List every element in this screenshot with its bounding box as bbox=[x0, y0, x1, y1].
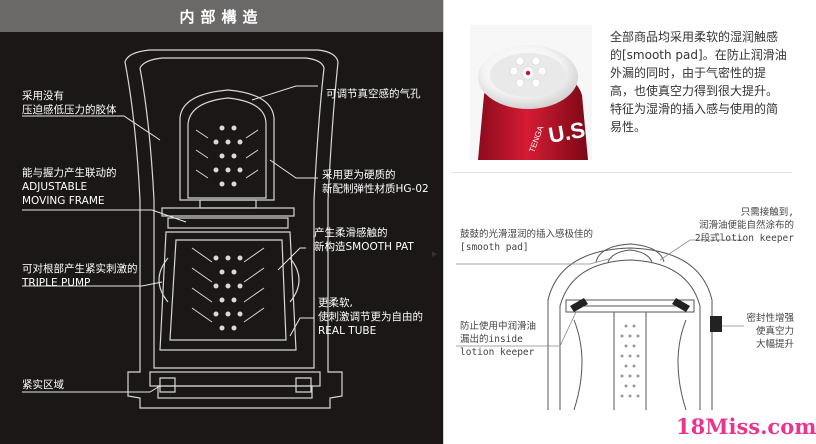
smooth-pad-label-line-1: 产生柔滑感触的 bbox=[314, 227, 388, 239]
frame-label: 能与握力产生联动的 ADJUSTABLE MOVING FRAME bbox=[22, 166, 117, 208]
lotion-keeper-callout-line-2: 润滑油便能自然涂布的 bbox=[698, 220, 794, 231]
gel-label-line-1: 采用没有 bbox=[22, 90, 64, 102]
lotion-keeper-diagram bbox=[456, 239, 744, 411]
inside-keeper-callout: 防止使用中润滑油 漏出的inside lotion keeper bbox=[460, 320, 536, 359]
product-photo: U.S. TENGA bbox=[470, 25, 593, 160]
inside-keeper-callout-line-2: 漏出的inside bbox=[460, 334, 523, 345]
description-line-3: 外漏的同时，由于气密性的提 bbox=[610, 66, 767, 80]
smooth-pad-label-line-2: 新构造SMOOTH PAT bbox=[314, 241, 414, 253]
site-watermark: 18Miss.com bbox=[676, 414, 816, 439]
tight-zone-label: 紧实区域 bbox=[22, 379, 64, 391]
gel-label-line-2: 压迫感低压力的胶体 bbox=[22, 104, 117, 116]
smooth-pad-label: 产生柔滑感触的 新构造SMOOTH PAT bbox=[314, 226, 414, 254]
description-line-4: 高，也使真空力得到很大提升。 bbox=[610, 84, 779, 98]
panel-divider bbox=[443, 0, 444, 444]
frame-label-line-2: ADJUSTABLE bbox=[22, 181, 88, 193]
triple-pump-label: 可对根部产生紧实刺激的 TRIPLE PUMP bbox=[22, 262, 138, 290]
inside-keeper-callout-line-1: 防止使用中润滑油 bbox=[460, 321, 537, 332]
real-tube-label-line-3: REAL TUBE bbox=[318, 325, 377, 337]
seal-callout-line-3: 大幅提升 bbox=[755, 339, 794, 350]
inside-keeper-callout-line-3: lotion keeper bbox=[460, 347, 535, 358]
cross-section-diagram bbox=[22, 49, 343, 409]
description-line-5: 特征为湿滑的插入感与使用的简 bbox=[610, 102, 779, 116]
seal-callout-line-2: 使真空力 bbox=[755, 326, 794, 337]
smooth-pad-callout-line-1: 鼓鼓的光滑湿润的插入感极佳的 bbox=[460, 229, 594, 240]
page-title: 内部構造 bbox=[179, 8, 264, 26]
arrow-icon: ▸ bbox=[432, 247, 438, 260]
frame-label-line-3: MOVING FRAME bbox=[22, 195, 105, 207]
seal-callout-line-1: 密封性增强 bbox=[746, 313, 794, 324]
section-divider bbox=[452, 172, 792, 173]
triple-pump-label-line-2: TRIPLE PUMP bbox=[22, 277, 91, 289]
triple-pump-label-line-1: 可对根部产生紧实刺激的 bbox=[22, 263, 138, 275]
lotion-keeper-callout: 只需接触到, 润滑油便能自然涂布的 2段式lotion keeper bbox=[695, 206, 794, 245]
smooth-pad-description: 全部商品均采用柔软的湿润触感 的[smooth pad]。在防止润滑油 外漏的同… bbox=[610, 28, 792, 136]
material-label-line-2: 新配制弹性材质HG-02 bbox=[322, 183, 429, 195]
seal-callout: 密封性增强 使真空力 大幅提升 bbox=[746, 312, 794, 351]
gel-label: 采用没有 压迫感低压力的胶体 bbox=[22, 89, 117, 117]
material-label: 采用更为硬质的 新配制弹性材质HG-02 bbox=[322, 168, 429, 196]
smooth-pad-callout-line-2: [smooth pad] bbox=[460, 242, 529, 253]
description-line-6: 易性。 bbox=[610, 120, 647, 134]
air-hole-label: 可调节真空感的气孔 bbox=[326, 88, 421, 100]
lotion-keeper-callout-line-3: 2段式lotion keeper bbox=[694, 233, 794, 244]
smooth-pad-callout: 鼓鼓的光滑湿润的插入感极佳的 [smooth pad] bbox=[460, 228, 593, 254]
real-tube-label-line-2: 使刺激调节更为自由的 bbox=[318, 311, 423, 323]
frame-label-line-1: 能与握力产生联动的 bbox=[22, 167, 117, 179]
header-bar: 内部構造 bbox=[0, 0, 443, 32]
description-line-2: 的[smooth pad]。在防止润滑油 bbox=[610, 48, 787, 62]
lotion-keeper-callout-line-1: 只需接触到, bbox=[740, 207, 794, 218]
material-label-line-1: 采用更为硬质的 bbox=[322, 169, 396, 181]
real-tube-label: 更柔软, 使刺激调节更为自由的 REAL TUBE bbox=[318, 296, 423, 338]
real-tube-label-line-1: 更柔软, bbox=[318, 297, 353, 309]
description-line-1: 全部商品均采用柔软的湿润触感 bbox=[610, 30, 779, 44]
structure-diagram-panel: 内部構造 bbox=[0, 0, 443, 444]
